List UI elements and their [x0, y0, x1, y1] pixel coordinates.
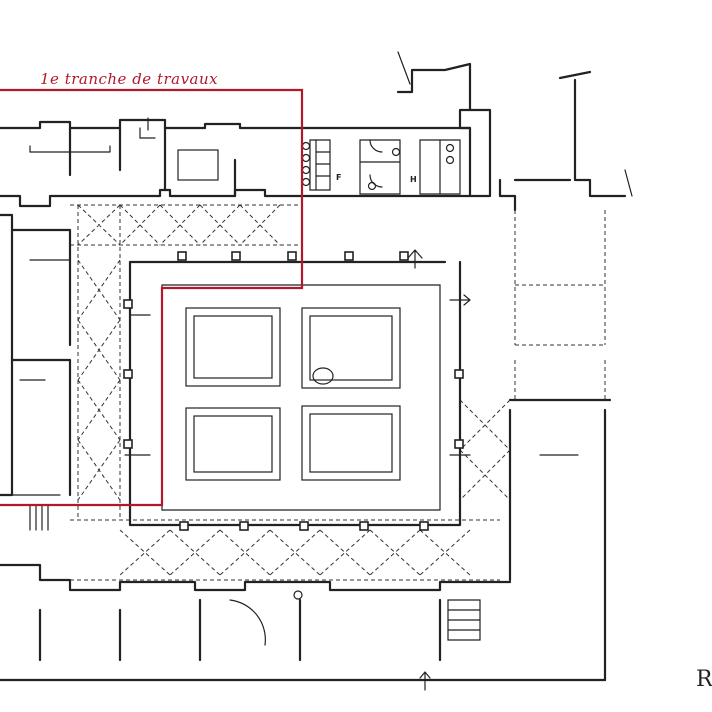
courtyard	[123, 249, 471, 531]
gallery-vaults	[70, 204, 511, 581]
wc-block: F H	[298, 51, 492, 198]
phase-label: 1e tranche de travaux	[40, 70, 218, 88]
north-range	[0, 117, 302, 208]
east-annex	[498, 70, 633, 682]
garden-parterres	[185, 307, 401, 481]
west-range	[0, 213, 72, 531]
phase-boundary: 1e tranche de travaux	[0, 70, 304, 507]
edge-mark: R	[696, 667, 712, 692]
south-range	[0, 563, 607, 691]
women-wc-label: F	[336, 173, 341, 182]
men-wc-label: H	[410, 175, 417, 184]
